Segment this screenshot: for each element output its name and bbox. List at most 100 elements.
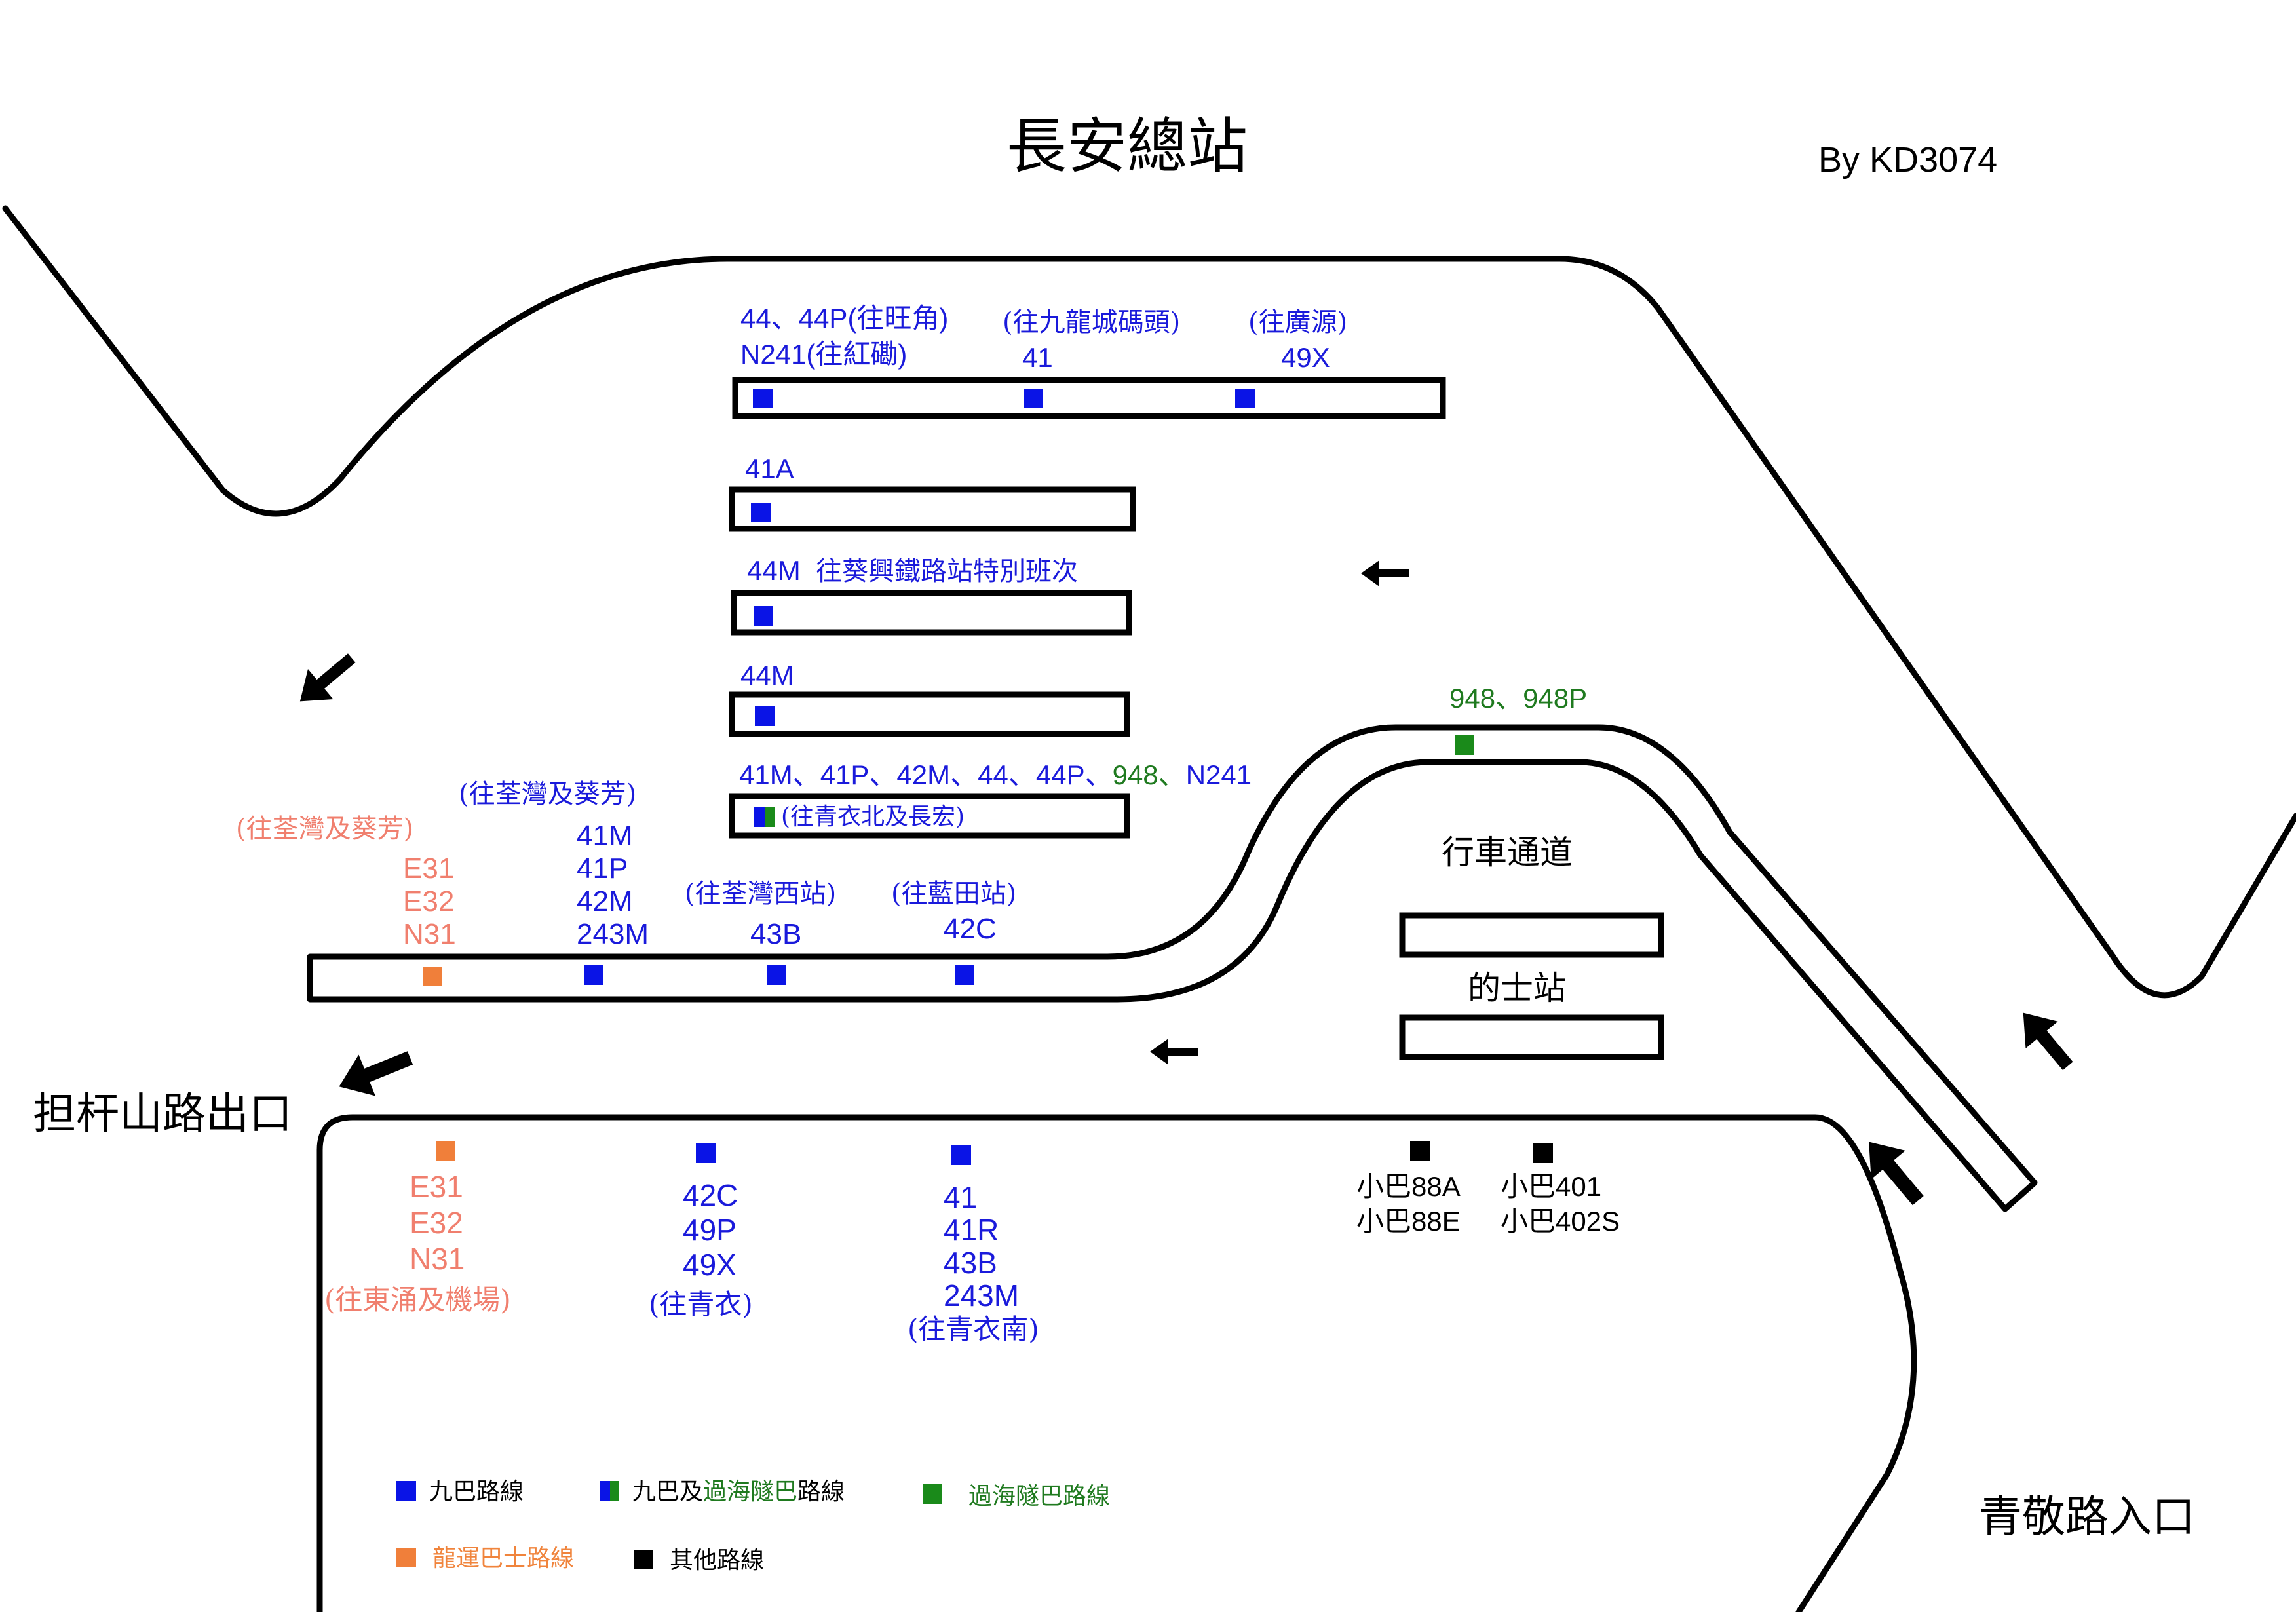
legend-lwb-label: 龍運巴士路線 [432, 1545, 574, 1571]
tunnel-stop-marker [1455, 735, 1474, 755]
kmb-stop-marker [755, 706, 775, 726]
route-label-separator: 、 [1158, 759, 1186, 790]
route-label: 41P [577, 853, 628, 885]
legend-tunnel-swatch [923, 1484, 942, 1504]
arrow-west-icon [1150, 1039, 1198, 1065]
route-label: 42C [944, 913, 997, 945]
legend-kmb-swatch [396, 1481, 416, 1501]
platform-3 [731, 590, 1132, 636]
exit-label: 担杆山路出口 [33, 1088, 292, 1139]
arrow-entrance-icon [1869, 1142, 1924, 1206]
destination-label: (往荃灣及葵芳) [236, 814, 413, 844]
route-label: E31 [410, 1170, 463, 1204]
taxi-stand-label: 的士站 [1468, 969, 1566, 1007]
destination-label: (往青衣) [649, 1288, 753, 1320]
arrow-southwest-icon [299, 653, 356, 702]
platform-1 [732, 377, 1446, 419]
kmb-stop-marker [751, 503, 771, 522]
legend-other-label: 其他路線 [670, 1546, 764, 1573]
driveway-label: 行車通道 [1442, 834, 1573, 872]
platform-5 [729, 793, 1130, 839]
route-label: 42M [577, 885, 633, 917]
legend-tunnel-label: 過海隧巴路線 [968, 1482, 1110, 1509]
platform-4 [729, 691, 1130, 737]
kmb-stop-marker [584, 965, 603, 985]
kmb-stop-marker [1024, 389, 1043, 408]
legend-kmb-tunnel-swatch [600, 1481, 610, 1501]
taxi-bay-2 [1399, 1014, 1664, 1060]
route-label: E32 [403, 885, 454, 917]
legend-lwb-swatch [396, 1548, 416, 1567]
lwb-stop-marker [436, 1141, 455, 1161]
route-label: 41M [577, 820, 633, 852]
minibus-route-label: 小巴402S [1501, 1206, 1620, 1237]
legend-kmb-label: 九巴路線 [429, 1478, 524, 1505]
minibus-stop-marker [1533, 1143, 1553, 1163]
route-label: 243M [944, 1278, 1019, 1313]
destination-label: (往荃灣西站) [685, 879, 836, 909]
route-label: E32 [410, 1206, 463, 1240]
route-label: N31 [403, 918, 456, 950]
route-label: E31 [403, 853, 454, 885]
minibus-route-label: 小巴88E [1356, 1206, 1461, 1237]
route-label: 44M [740, 660, 794, 691]
route-label: 44、44P(往旺角) [740, 303, 948, 334]
route-label-tunnel: 948 [1113, 759, 1158, 790]
kmb-stop-marker [955, 965, 974, 985]
arrow-exit-icon [339, 1051, 413, 1096]
destination-label: (往青衣北及長宏) [781, 803, 965, 830]
route-label: 41 [1022, 342, 1053, 373]
route-label: N241(往紅磡) [740, 339, 907, 370]
route-label: 948、948P [1449, 683, 1587, 714]
taxi-bay-1 [1399, 912, 1664, 958]
kmb-stop-marker [1235, 389, 1255, 408]
terminus-inner-road-edge [316, 1114, 1917, 1612]
minibus-route-label: 小巴401 [1501, 1171, 1601, 1202]
kmb-stop-marker [767, 965, 786, 985]
lwb-stop-marker [423, 967, 442, 986]
entrance-label: 青敬路入口 [1979, 1491, 2195, 1542]
destination-label: (往荃灣及葵芳) [459, 779, 636, 809]
destination-label: (往藍田站) [891, 879, 1016, 909]
legend-other-swatch [634, 1550, 653, 1569]
arrow-northwest-icon [2023, 1012, 2073, 1071]
destination-label: (往九龍城碼頭) [1003, 307, 1180, 337]
platform-2 [729, 486, 1136, 532]
kmb-stop-marker [754, 606, 773, 626]
kmb-stop-marker [753, 389, 773, 408]
kmb-stop-marker [951, 1145, 971, 1165]
legend-kmb-tunnel-label-c: 路線 [797, 1478, 845, 1505]
destination-label: (往青衣南) [908, 1313, 1039, 1345]
destination-label: (往東涌及機場) [324, 1284, 511, 1316]
route-label: 41M、41P、42M、44、44P、948、N241 [739, 759, 1252, 790]
route-label: 41A [745, 453, 794, 484]
route-label: 44M [747, 555, 801, 586]
legend-kmb-tunnel-label-a: 九巴及 [632, 1478, 703, 1505]
route-label: 49X [1281, 342, 1330, 373]
route-label: 41 [944, 1180, 977, 1214]
legend-kmb-tunnel-label: 九巴及過海隧巴路線 [632, 1478, 845, 1505]
route-label: 49P [683, 1213, 737, 1247]
route-label: 243M [577, 918, 649, 950]
route-label: 49X [683, 1248, 737, 1282]
bus-island-curved [307, 724, 2038, 1212]
arrow-west-icon [1361, 560, 1409, 586]
minibus-stop-marker [1410, 1141, 1430, 1161]
map-title: 長安總站 [1006, 111, 1248, 182]
kmb-stop-marker [696, 1143, 716, 1163]
terminus-outer-road-edge [2, 205, 2296, 999]
author-credit: By KD3074 [1818, 140, 1997, 180]
route-label: 41R [944, 1213, 999, 1247]
legend-kmb-tunnel-label-b: 過海隧巴 [703, 1478, 797, 1505]
destination-label: (往廣源) [1248, 307, 1347, 337]
minibus-route-label: 小巴88A [1356, 1171, 1461, 1202]
route-note: 往葵興鐵路站特別班次 [816, 556, 1078, 586]
route-label-kmb: 41M、41P、42M、44、44P、 [739, 759, 1113, 790]
route-label: 43B [750, 918, 801, 950]
route-label: 43B [944, 1246, 997, 1280]
legend: 九巴路線 九巴及過海隧巴路線 過海隧巴路線 龍運巴士路線 其他路線 [396, 1478, 1110, 1573]
route-label-night: N241 [1186, 759, 1252, 790]
stop-markers [423, 389, 1553, 1165]
